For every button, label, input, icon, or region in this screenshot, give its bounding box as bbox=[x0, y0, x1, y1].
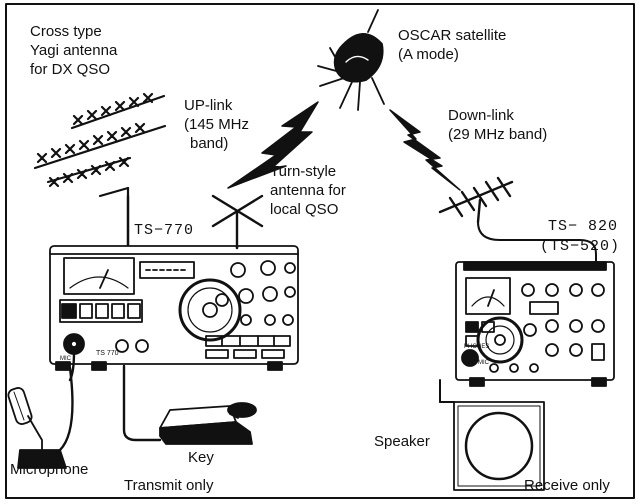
yagi-label-line: Yagi antenna bbox=[30, 42, 118, 59]
ts770-mic-label: MIC bbox=[60, 356, 71, 362]
diagram-frame bbox=[5, 3, 635, 499]
ts770-badge: TS 770 bbox=[96, 350, 119, 357]
ts820-mic-label: MIC bbox=[478, 360, 489, 366]
yagi-antenna-icon bbox=[33, 92, 167, 247]
satellite-label: OSCAR satellite (A mode) bbox=[398, 26, 506, 64]
key-icon bbox=[122, 364, 257, 445]
turnstyle-antenna-icon bbox=[211, 194, 264, 250]
turnstyle-label-line: Turn-style bbox=[270, 163, 337, 180]
satellite-label-line: OSCAR satellite bbox=[398, 27, 507, 44]
speaker-label: Speaker bbox=[374, 433, 430, 450]
receive-only-label: Receive only bbox=[524, 477, 610, 494]
uplink-label-line: (145 MHz bbox=[184, 116, 250, 133]
oscar-satellite-icon bbox=[317, 9, 385, 111]
uplink-label: UP-link (145 MHz band) bbox=[184, 96, 249, 153]
ts820-model-label: TS− 820 bbox=[548, 218, 619, 235]
downlink-yagi-antenna-icon bbox=[438, 176, 597, 263]
yagi-antenna-label: Cross type Yagi antenna for DX QSO bbox=[30, 22, 117, 79]
microphone-icon bbox=[7, 366, 74, 469]
turnstyle-label-line: antenna for bbox=[270, 182, 346, 199]
ts520-model-label: (TS−520) bbox=[540, 238, 621, 255]
satellite-label-line: (A mode) bbox=[398, 46, 459, 63]
yagi-label-line: for DX QSO bbox=[30, 61, 111, 78]
downlink-label-line: Down-link bbox=[448, 107, 514, 124]
ts820-receiver-icon bbox=[455, 261, 615, 387]
microphone-label: Microphone bbox=[10, 461, 89, 478]
downlink-label-line: (29 MHz band) bbox=[448, 126, 548, 143]
ts770-transceiver-icon bbox=[49, 245, 299, 371]
turnstyle-antenna-label: Turn-style antenna for local QSO bbox=[270, 162, 346, 219]
ts820-phones-label: PHONES bbox=[464, 344, 490, 350]
uplink-arrow-icon bbox=[227, 101, 319, 189]
downlink-label: Down-link (29 MHz band) bbox=[448, 106, 547, 144]
turnstyle-label-line: local QSO bbox=[270, 201, 339, 218]
transmit-only-label: Transmit only bbox=[124, 477, 214, 494]
speaker-icon bbox=[439, 379, 545, 491]
uplink-label-line: band) bbox=[190, 135, 229, 152]
ts770-model-label: TS−770 bbox=[134, 222, 195, 239]
yagi-label-line: Cross type bbox=[30, 23, 102, 40]
downlink-arrow-icon bbox=[389, 109, 461, 191]
uplink-label-line: UP-link bbox=[184, 97, 233, 114]
key-label: Key bbox=[188, 449, 214, 466]
mic-cable bbox=[68, 350, 76, 382]
